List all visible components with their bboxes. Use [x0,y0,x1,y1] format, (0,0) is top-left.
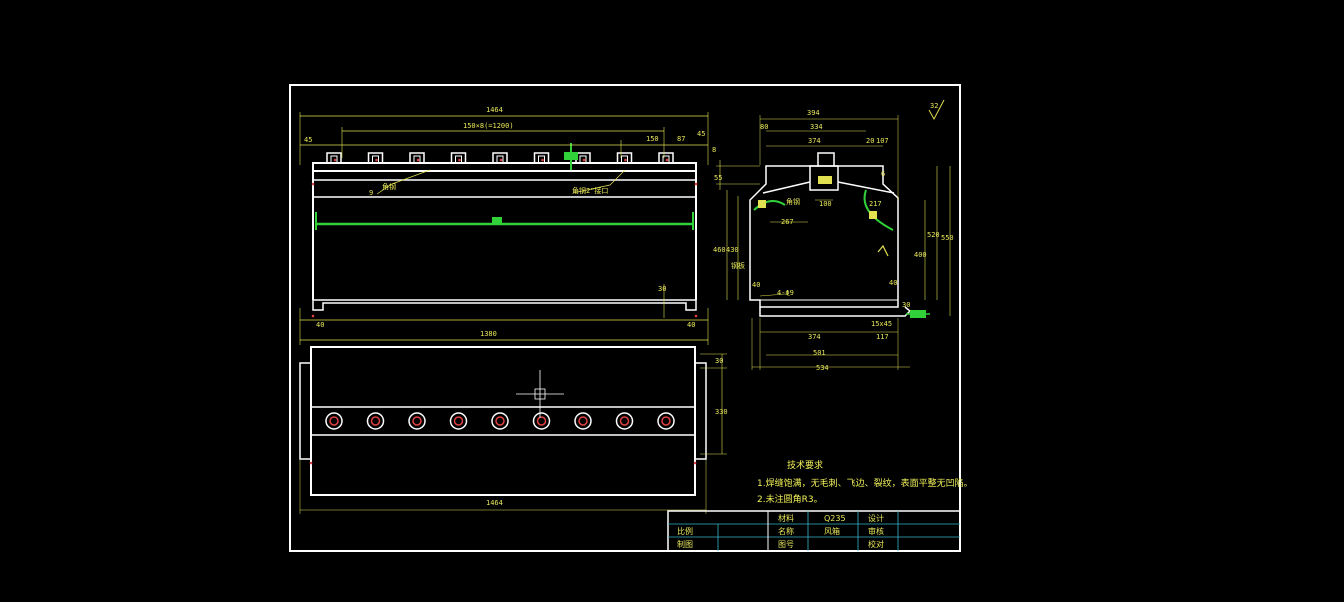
port-circle [574,412,592,430]
port-circle [325,412,343,430]
side-h-400: 400 [914,251,927,259]
front-right-end: 87 [677,135,685,143]
side-width-217: 217 [869,200,882,208]
nozzle-flange [409,152,425,164]
front-inner-width: 1380 [480,330,497,338]
front-label-angle: 角钢 [382,182,396,191]
side-bolt: 4-Φ9 [777,289,794,297]
tb-drawing-no-label: 图号 [778,540,794,549]
side-view: 394 334 374 80 20 107 55 6 267 100 217 4… [713,109,954,372]
side-bottom-374: 374 [808,333,821,341]
side-base-h: 30 [902,301,910,309]
roughness-value: 32 [930,102,938,110]
notes-title: 技术要求 [787,459,823,471]
side-foot-note: 15x45 [871,320,892,328]
nozzle-flange [575,152,591,164]
front-label-pipe: 角钢2"接口 [572,186,608,195]
front-balloon: 9 [369,189,373,197]
port-circle [408,412,426,430]
side-left-off: 80 [760,123,768,131]
nozzle-flange [326,152,342,164]
side-right-foot: 40 [889,279,897,287]
top-view: 1464 30 330 [299,346,728,514]
front-foot-height: 30 [658,285,666,293]
tb-name-value: 风箱 [824,526,840,536]
front-hole-pitch: 150×8(=1200) [463,122,514,130]
port-circle [657,412,675,430]
side-right-b: 107 [876,137,889,145]
side-h-460: 460 [713,246,726,254]
top-port-row [325,412,675,430]
tb-design-label: 设计 [868,513,884,523]
nozzle-flange [450,152,467,164]
port-circle [615,412,634,430]
tb-material-label: 材料 [778,513,794,523]
side-top-inner: 374 [808,137,821,145]
nozzle-flange [658,152,674,164]
side-width-267: 267 [781,218,794,226]
cursor-crosshair-icon [534,388,546,400]
side-h-430: 430 [726,246,739,254]
front-nozzle-row [326,152,674,164]
tb-review-label: 审核 [868,526,884,536]
centerline-mark-icon [492,217,502,224]
front-left-offset: 45 [304,136,312,144]
side-plate-label: 钢板 [731,261,745,270]
side-height-a: 55 [714,174,722,182]
side-bottom-117: 117 [876,333,889,341]
roughness-symbol: 32 [928,99,945,121]
side-angle-label: 角钢 [786,197,800,206]
port-circle [366,412,385,430]
technical-requirements: 技术要求 1.焊缝饱满，无毛刺、飞边、裂纹，表面平整无凹陷。 2.未注圆角R3。 [757,459,973,505]
tb-name-label: 名称 [778,526,794,536]
front-view: 1464 150×8(=1200) 45 45 150 87 8 角钢 角钢2"… [299,106,716,345]
tb-drafter-label: 制图 [677,539,693,549]
nozzle-flange [533,152,550,164]
port-circle [449,412,468,430]
side-top-mid: 334 [810,123,823,131]
side-width-100: 100 [819,200,832,208]
nozzle-flange [367,152,384,164]
front-foot-right: 40 [687,321,695,329]
front-right-offset: 45 [697,130,705,138]
nozzle-flange [616,152,633,164]
notes-line-1: 1.焊缝饱满，无毛刺、飞边、裂纹，表面平整无凹陷。 [757,477,973,489]
top-dim-330: 330 [715,408,728,416]
nozzle-flange [492,152,508,164]
front-foot-left: 40 [316,321,324,329]
port-circle [491,412,509,430]
side-right-a: 20 [866,137,874,145]
side-bottom-501: 501 [813,349,826,357]
port-circle [532,412,551,430]
notes-line-2: 2.未注圆角R3。 [757,493,823,505]
tb-check-label: 校对 [868,539,884,549]
front-side-mark: 8 [712,146,716,154]
side-top-total: 394 [807,109,820,117]
side-bottom-534: 534 [816,364,829,372]
title-block: 材料 Q235 设计 比例 名称 风箱 审核 制图 图号 校对 [667,510,961,552]
front-total-width: 1464 [486,106,503,114]
front-pitch-single: 150 [646,135,659,143]
tb-scale-label: 比例 [677,526,693,536]
top-total-width: 1464 [486,499,503,507]
sheet-border [289,84,961,552]
side-h-550: 550 [941,234,954,242]
side-tag-right: 6 [881,170,885,178]
side-left-foot: 40 [752,281,760,289]
tb-material-value: Q235 [824,514,846,523]
side-h-520: 520 [927,231,940,239]
top-dim-30: 30 [715,357,723,365]
